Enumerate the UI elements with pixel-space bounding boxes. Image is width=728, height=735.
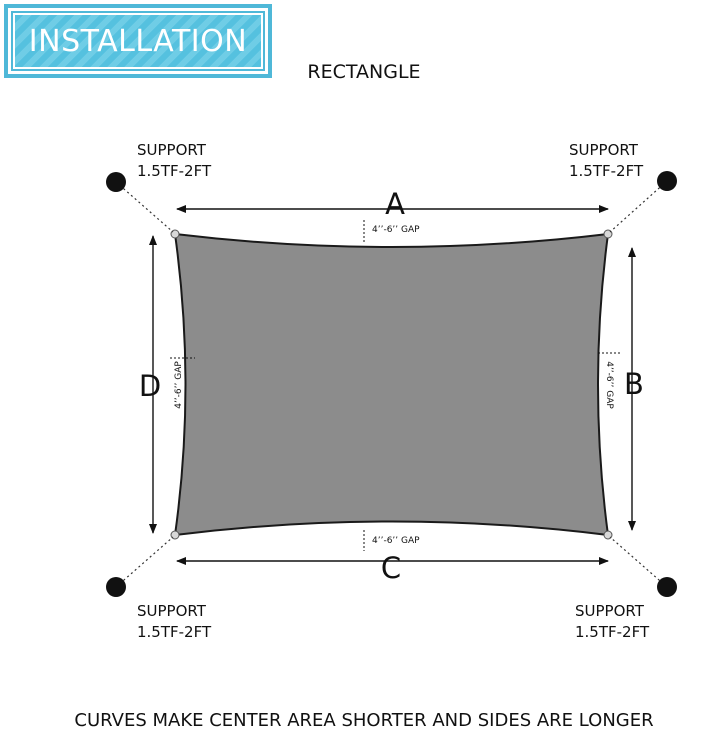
support-post-bottom-left [106, 577, 126, 597]
support-line-top-left [115, 181, 174, 233]
gap-label-top: 4’’-6’’ GAP [372, 225, 420, 235]
support-bottom-right-label: SUPPORT 1.5TF-2FT [575, 601, 649, 643]
corner-ring-top-left [170, 229, 180, 239]
support-bottom-left-spec: 1.5TF-2FT [137, 623, 212, 641]
support-line-top-right [609, 180, 668, 233]
support-post-top-left [106, 172, 126, 192]
side-label-b: B [624, 367, 644, 401]
support-bottom-left-title: SUPPORT [137, 602, 206, 620]
shade-sail [173, 232, 610, 537]
installation-badge: INSTALLATION [4, 4, 272, 78]
side-label-d: D [139, 369, 161, 403]
support-line-bottom-right [609, 536, 668, 588]
diagram-title: RECTANGLE [307, 61, 421, 83]
support-bottom-right-spec: 1.5TF-2FT [575, 623, 650, 641]
support-top-right-title: SUPPORT [569, 141, 638, 159]
support-top-left-label: SUPPORT 1.5TF-2FT [137, 140, 211, 182]
support-top-left-title: SUPPORT [137, 141, 206, 159]
support-top-right-spec: 1.5TF-2FT [569, 162, 644, 180]
gap-label-left: 4’’-6’’ GAP [174, 361, 184, 409]
badge-text: INSTALLATION [28, 23, 248, 59]
support-top-right-label: SUPPORT 1.5TF-2FT [569, 140, 643, 182]
support-bottom-right-title: SUPPORT [575, 602, 644, 620]
footer-note: CURVES MAKE CENTER AREA SHORTER AND SIDE… [74, 710, 654, 731]
side-label-c: C [381, 551, 401, 585]
corner-ring-bottom-left [170, 530, 180, 540]
support-bottom-left-label: SUPPORT 1.5TF-2FT [137, 601, 211, 643]
support-post-top-right [657, 171, 677, 191]
gap-label-right: 4’’-6’’ GAP [604, 361, 614, 409]
corner-ring-bottom-right [603, 530, 613, 540]
support-post-bottom-right [657, 577, 677, 597]
gap-label-bottom: 4’’-6’’ GAP [372, 536, 420, 546]
side-label-a: A [385, 187, 405, 221]
support-top-left-spec: 1.5TF-2FT [137, 162, 212, 180]
badge-striped-panel: INSTALLATION [11, 11, 265, 71]
support-line-bottom-left [115, 536, 174, 588]
